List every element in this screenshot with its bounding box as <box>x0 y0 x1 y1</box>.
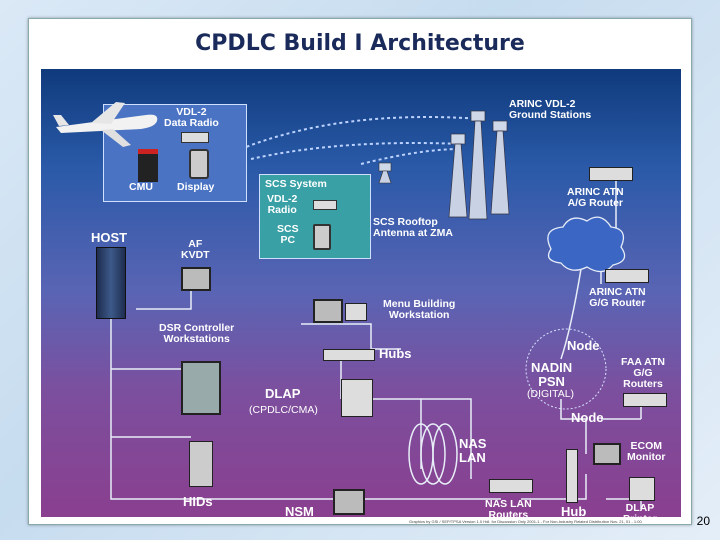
hub-label: Hub <box>561 504 587 519</box>
wan-cloud-icon <box>547 216 626 273</box>
architecture-diagram: VDL-2 Data Radio CMU Display ARINC VDL-2… <box>41 69 681 525</box>
slide-footer: Graphics by GSI / SEP/TPSA Version 1.0 H… <box>409 519 642 524</box>
scs-vdl2-radio-label: VDL-2 Radio <box>267 193 298 216</box>
dlap-label: DLAP <box>265 386 301 401</box>
dlap-server-icon <box>341 379 373 417</box>
dsr-console-icon <box>181 361 221 415</box>
dsr-controller-label: DSR Controller Workstations <box>159 322 235 345</box>
page-number: 20 <box>696 514 710 528</box>
scs-system-label: SCS System <box>265 178 327 190</box>
menu-workstation-printer-icon <box>345 303 367 321</box>
slide-frame: CPDLC Build I Architecture <box>28 18 692 525</box>
vdl2-data-radio-label: VDL-2 Data Radio <box>164 106 219 129</box>
faa-atn-label: FAA ATN G/G Routers <box>621 356 665 390</box>
scs-pc-label: SCS PC <box>277 223 299 246</box>
dlap-printer-label: DLAP Printer <box>623 502 657 525</box>
af-kvdt-label: AF KVDT <box>181 238 210 261</box>
faa-atn-router-icon <box>623 393 667 407</box>
nas-lan-label: NAS LAN <box>459 436 487 465</box>
cmu-icon <box>138 149 158 182</box>
ecom-monitor-icon <box>593 443 621 465</box>
airplane-icon <box>53 102 158 147</box>
arinc-gg-router-label: ARINC ATN G/G Router <box>589 286 646 309</box>
arinc-ag-router-label: ARINC ATN A/G Router <box>567 186 624 209</box>
nsm-label: NSM <box>285 504 314 519</box>
node-bottom-label: Node <box>571 410 604 425</box>
dlap-sub-label: (CPDLC/CMA) <box>249 404 318 416</box>
kvdt-terminal-icon <box>181 267 211 291</box>
ground-station-towers-icon <box>448 110 510 220</box>
menu-workstation-monitor-icon <box>313 299 343 323</box>
hids-label: HIDs <box>183 494 213 509</box>
slide-title: CPDLC Build I Architecture <box>195 31 525 56</box>
arinc-gg-router-icon <box>605 269 649 283</box>
host-mainframe-icon <box>96 247 126 319</box>
nadin-digital-label: (DIGITAL) <box>527 388 575 400</box>
vdl2-radio-icon <box>181 132 209 143</box>
nadin-psn-label: NADIN PSN <box>531 360 573 389</box>
display-icon <box>189 149 209 179</box>
hids-tower-icon <box>189 441 213 487</box>
ecom-monitor-label: ECOM Monitor <box>627 440 666 463</box>
hub-icon <box>566 449 578 503</box>
host-label: HOST <box>91 230 128 245</box>
nsm-monitor-icon <box>333 489 365 515</box>
node-top-label: Node <box>567 338 600 353</box>
display-label: Display <box>177 181 215 193</box>
scs-radio-icon <box>313 200 337 210</box>
hubs-icon <box>323 349 375 361</box>
scs-rooftop-label: SCS Rooftop Antenna at ZMA <box>373 216 453 239</box>
rooftop-antenna-icon <box>378 162 392 184</box>
cmu-label: CMU <box>129 181 153 193</box>
scs-pc-icon <box>313 224 331 250</box>
dlap-printer-icon <box>629 477 655 501</box>
arinc-ag-router-icon <box>589 167 633 181</box>
arinc-vdl2-label: ARINC VDL-2 Ground Stations <box>509 98 592 121</box>
hubs-label: Hubs <box>379 346 412 361</box>
nas-lan-routers-label: NAS LAN Routers <box>485 498 532 521</box>
menu-building-label: Menu Building Workstation <box>383 298 456 321</box>
nas-lan-router-icon <box>489 479 533 493</box>
